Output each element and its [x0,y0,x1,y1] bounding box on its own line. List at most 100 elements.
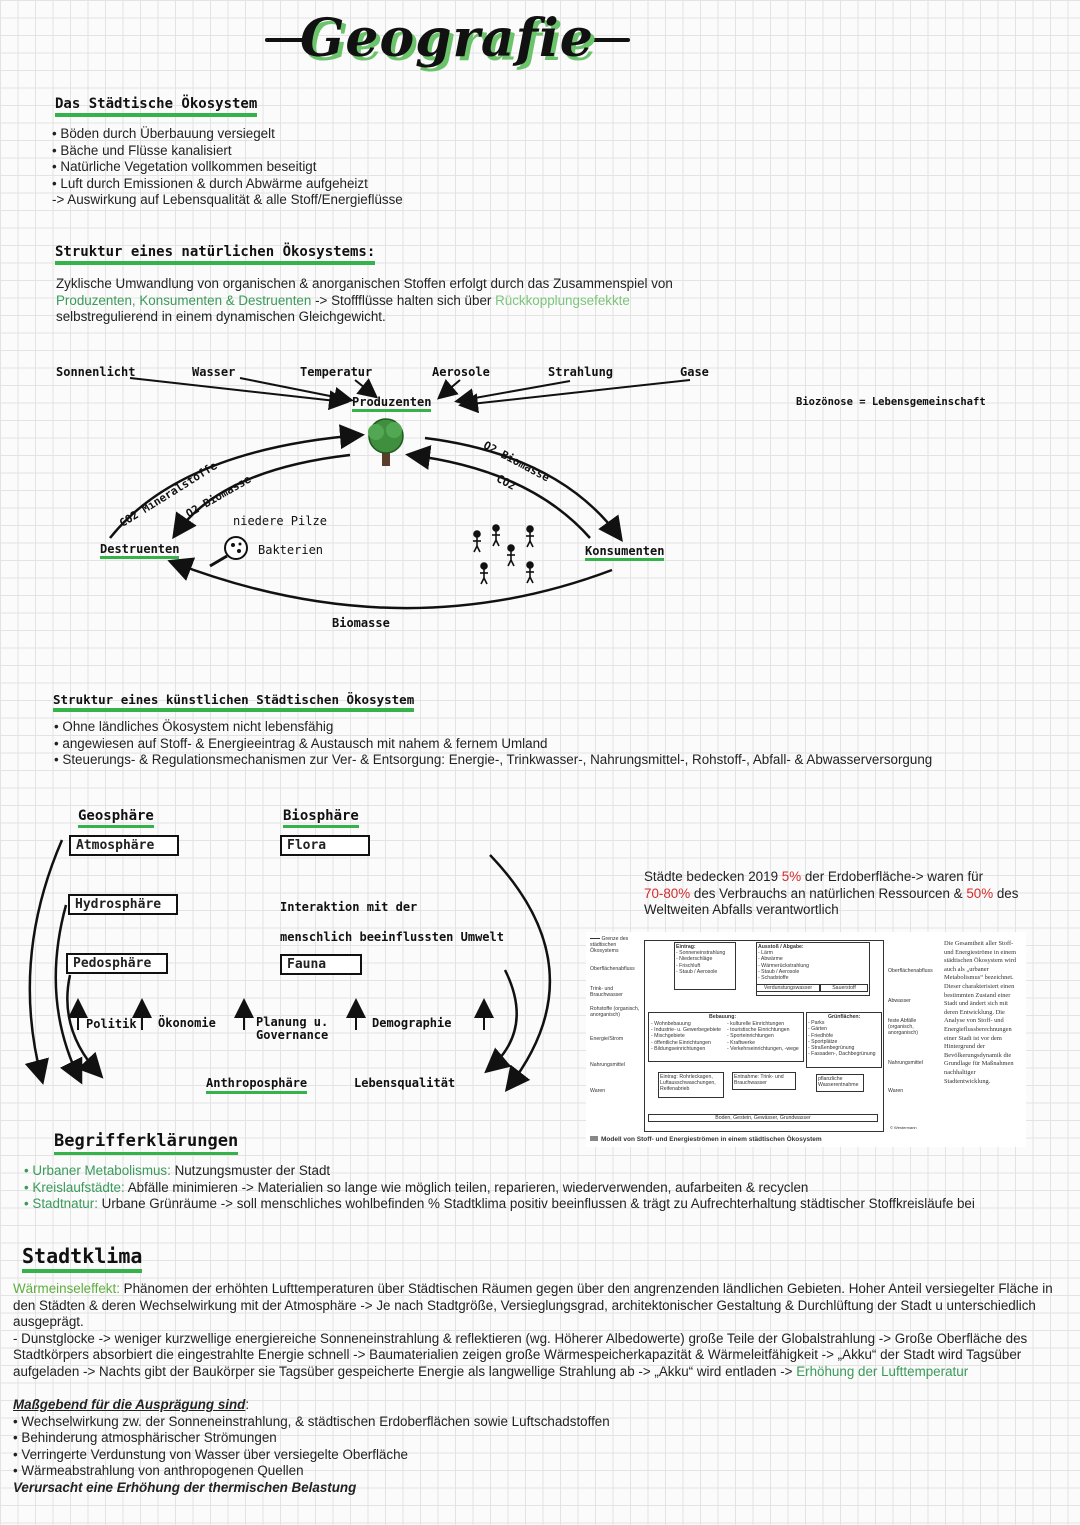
text-span: -> Stoffflüsse halten sich über [311,292,496,308]
model-verdunstung-box: Verdunstungswasser [756,984,820,993]
label-politik: Politik [86,1017,137,1031]
text-span: der Erdoberfläche-> waren für [801,869,984,884]
conclusion-text: Verursacht eine Erhöhung der thermischen… [13,1479,357,1495]
model-right-labels: Oberflächenabfluss Abwasser feste Abfäll… [888,968,934,1094]
mass-colon: : [245,1397,250,1412]
list-item: • angewiesen auf Stoff- & Energieeintrag… [54,735,548,751]
text-span: Weltweiten Abfalls verantwortlich [644,902,839,918]
model-left-label: Nahrungsmittel [590,1062,625,1068]
model-copyright: © Westermann [890,1125,917,1130]
section-heading-urban-ecosystem: Das Städtische Ökosystem [55,96,258,117]
cities-statistic: Städte bedecken 2019 5% der Erdoberfläch… [644,869,1054,919]
model-sauerstoff-box: Sauerstoff [820,984,868,993]
label-lebensqualitaet: Lebensqualität [354,1076,456,1090]
cycle-producers-label: Produzenten [352,395,432,412]
model-ausstoss-box: Ausstoß / Abgabe: - Lärm - Abwärme - Wär… [756,942,870,996]
label-anthroposphere: Anthroposphäre [206,1076,308,1094]
model-gruen-item: - Sportplätze [808,1038,838,1045]
model-legend: Grenze des städtischen Ökosystems [590,936,640,955]
model-ausstoss-item: - Abwärme [758,956,783,963]
label-planung: Planung u.Governance [256,1016,328,1042]
cycle-input-water: Wasser [192,365,236,379]
cycle-input-temperature: Temperatur [300,365,373,379]
model-eintrag-title: Eintrag: [676,944,696,950]
sphere-box-fauna: Fauna [280,954,362,975]
sphere-box-atmosphere: Atmosphäre [69,835,179,856]
text-line: Zyklische Umwandlung von organischen & a… [56,276,673,291]
label-planung-line2: Governance [256,1028,329,1042]
definition-text: Urbane Grünräume -> soll menschliches wo… [97,1196,975,1212]
urban-ecosystem-list: • Böden durch Überbauung versiegelt • Bä… [52,126,403,209]
model-caption-text: Modell von Stoff- und Energieströmen in … [601,1136,822,1143]
section-heading-definitions: Begrifferklärungen [54,1131,239,1155]
page-title-decoration [265,38,305,42]
label-oekonomie: Ökonomie [158,1016,216,1030]
text-span: des [993,885,1019,901]
definition-term: • Urbaner Metabolismus: [24,1163,171,1178]
model-bebauung-item: - Industrie- u. Gewerbegebiete [651,1027,722,1034]
model-kultur-list: - kulturelle Einrichtungen - touristisch… [727,1021,799,1052]
model-left-label: Waren [590,1088,606,1094]
model-ausstoss-item: - Staub / Aerosole [758,968,800,975]
model-kultur-item: - Kraftwerke [727,1039,755,1046]
model-eintrag-item: - Frischluft [676,962,701,969]
model-pflanz-box: pflanzliche Wasserentnahme [816,1074,864,1092]
sphere-box-hydrosphere: Hydrosphäre [68,894,178,915]
list-item: • Kreislaufstädte: Abfälle minimieren ->… [24,1180,975,1197]
cycle-label-biomass-bottom: Biomasse [332,616,390,630]
list-item: • Urbaner Metabolismus: Nutzungsmuster d… [24,1163,975,1180]
model-kultur-item: - touristische Einrichtungen [727,1027,790,1034]
model-gruen-item: - Friedhöfe [808,1032,834,1039]
model-gruen-item: - Straßenbegrünung [808,1045,855,1052]
model-bebauung-item: - Bildungseinrichtungen [651,1045,706,1052]
model-bebauung-item: - Wohnbebauung [651,1021,691,1027]
mass-heading: Maßgebend für die Ausprägung sind [13,1397,246,1412]
cycle-label-destruents: Destruenten [100,542,180,559]
model-ausstoss-item: - Schadstoffe [758,975,789,982]
model-bebauung-item: - Mischgebiete [651,1033,685,1040]
list-item: • Behinderung atmosphärischer Strömungen [13,1430,277,1446]
text-line: Produzenten, Konsumenten & Destruenten -… [56,293,673,310]
model-right-label: Abwasser [888,998,911,1004]
model-kultur-item: - Sporteinrichtungen [727,1033,774,1040]
model-caption: Modell von Stoff- und Energieströmen in … [590,1136,822,1143]
model-entnahme-box: Entnahme: Trink- und Brauchwasser [732,1072,796,1090]
model-ausstoss-item: - Wärmerückstrahlung [758,962,810,969]
model-gruen-item: - Parks [808,1020,825,1027]
page-title-decoration-right [585,38,630,42]
label-demographie: Demographie [372,1016,452,1030]
list-item: • Stadtnatur: Urbane Grünräume -> soll m… [24,1196,975,1213]
section-heading-natural-ecosystem: Struktur eines natürlichen Ökosystems: [55,244,376,265]
cycle-input-gases: Gase [680,365,709,379]
biozoenose-note: Biozönose = Lebensgemeinschaft [796,396,986,408]
sphere-heading-geo: Geosphäre [78,808,154,828]
list-item: • Steuerungs- & Regulationsmechanismen z… [54,752,933,768]
text-span: des Verbrauchs an natürlichen Ressourcen… [690,885,967,901]
label-planung-line1: Planung u. [256,1015,329,1029]
highlight-green: Produzenten, Konsumenten & Destruenten [56,292,312,308]
model-ausstoss-title: Ausstoß / Abgabe: [758,944,804,950]
text-span: Phänomen der erhöhten Lufttemperaturen ü… [13,1281,1053,1330]
highlight-lightgreen: Rückkopplungsefekkte [495,292,630,308]
model-eintrag-item: - Staub / Aerosole [676,968,718,975]
section-heading-artificial-ecosystem: Struktur eines künstlichen Städtischen Ö… [53,692,415,712]
sphere-box-flora: Flora [280,835,370,856]
stadtklima-text: Wärmeinseleffekt: Phänomen der erhöhten … [13,1281,1073,1381]
mass-section: Maßgebend für die Ausprägung sind: • Wec… [13,1397,610,1497]
list-item: • Ohne ländliches Ökosystem nicht lebens… [54,719,334,734]
cycle-label-fungi: niedere Pilze [233,514,327,528]
model-eintrag-item: - Sonneneinstrahlung [676,950,726,957]
model-left-label: Rohstoffe (organisch, anorganisch) [590,1006,640,1019]
list-item: • Wärmeabstrahlung von anthropogenen Que… [13,1463,304,1479]
model-ausstoss-item: - Lärm [758,950,773,957]
definitions-list: • Urbaner Metabolismus: Nutzungsmuster d… [24,1163,975,1213]
definition-text: Nutzungsmuster der Stadt [170,1163,331,1178]
interaction-text-1: Interaktion mit der [280,900,418,914]
cycle-label-bacteria: Bakterien [258,543,324,557]
cycle-input-aerosols: Aerosole [432,365,490,379]
model-left-label: Oberflächenabfluss [590,966,635,972]
definition-term: • Kreislaufstädte: [24,1179,125,1195]
list-item: • Bäche und Flüsse kanalisiert [52,142,232,158]
model-bebauung-title: Bebauung: [709,1014,737,1020]
model-bebauung-box: Bebauung: - Wohnbebauung - Industrie- u.… [648,1012,804,1062]
